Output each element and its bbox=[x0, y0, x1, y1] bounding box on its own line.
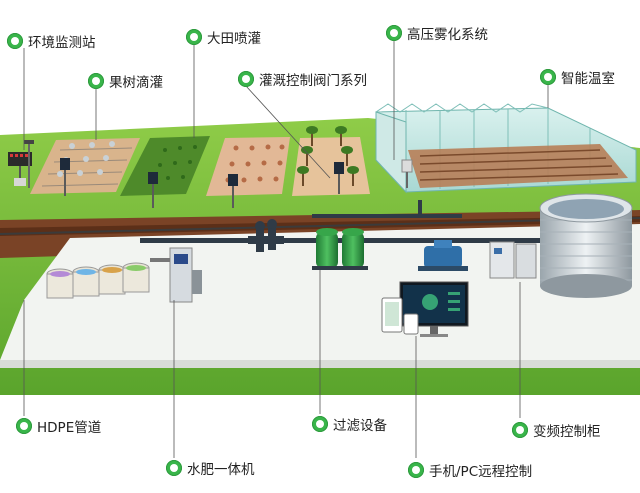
marker-dot-icon bbox=[312, 416, 328, 432]
label-orchard-drip: 果树滴灌 bbox=[109, 75, 163, 91]
marker-dot-icon bbox=[166, 460, 182, 476]
environment-station bbox=[8, 140, 34, 188]
marker-dot-icon bbox=[186, 29, 202, 45]
valve-manifold bbox=[248, 219, 284, 252]
marker-dot-icon bbox=[16, 418, 32, 434]
callout-valve-series: 灌溉控制阀门系列 bbox=[238, 69, 367, 89]
water-pump bbox=[418, 240, 468, 271]
vfd-cabinet bbox=[489, 241, 537, 279]
label-field-sprinkler: 大田喷灌 bbox=[207, 31, 261, 47]
marker-dot-icon bbox=[540, 69, 556, 85]
label-valve-series: 灌溉控制阀门系列 bbox=[259, 73, 367, 89]
callout-high-pressure-mist: 高压雾化系统 bbox=[386, 23, 488, 43]
callout-smart-greenhouse: 智能温室 bbox=[540, 67, 615, 87]
marker-dot-icon bbox=[512, 422, 528, 438]
callout-remote-control: 手机/PC远程控制 bbox=[408, 460, 532, 480]
callout-filter-device: 过滤设备 bbox=[312, 414, 387, 434]
callout-env-station: 环境监测站 bbox=[7, 31, 96, 51]
marker-dot-icon bbox=[408, 462, 424, 478]
marker-dot-icon bbox=[7, 33, 23, 49]
orchard-plot bbox=[30, 138, 140, 194]
label-high-pressure-mist: 高压雾化系统 bbox=[407, 27, 488, 43]
fertigation-machine bbox=[150, 247, 202, 303]
callout-field-sprinkler: 大田喷灌 bbox=[186, 27, 261, 47]
callout-fertigation: 水肥一体机 bbox=[166, 458, 255, 478]
sand-filters bbox=[312, 228, 368, 270]
marker-dot-icon bbox=[88, 73, 104, 89]
field-sprinkler-plot bbox=[120, 136, 210, 196]
label-vfd-cabinet: 变频控制柜 bbox=[533, 424, 601, 440]
label-env-station: 环境监测站 bbox=[28, 35, 96, 51]
label-remote-control: 手机/PC远程控制 bbox=[429, 464, 533, 480]
callout-vfd-cabinet: 变频控制柜 bbox=[512, 420, 601, 440]
label-filter-device: 过滤设备 bbox=[333, 418, 387, 434]
water-tank bbox=[539, 193, 633, 298]
callout-orchard-drip: 果树滴灌 bbox=[88, 71, 163, 91]
label-fertigation: 水肥一体机 bbox=[187, 462, 255, 478]
marker-dot-icon bbox=[386, 25, 402, 41]
label-smart-greenhouse: 智能温室 bbox=[561, 71, 615, 87]
leader-lines bbox=[23, 40, 549, 458]
greenhouse bbox=[375, 103, 637, 194]
label-hdpe-pipe: HDPE管道 bbox=[37, 420, 102, 436]
fertigation-tanks bbox=[46, 262, 150, 299]
callout-hdpe-pipe: HDPE管道 bbox=[16, 416, 101, 436]
marker-dot-icon bbox=[238, 71, 254, 87]
remote-monitor bbox=[381, 281, 469, 337]
